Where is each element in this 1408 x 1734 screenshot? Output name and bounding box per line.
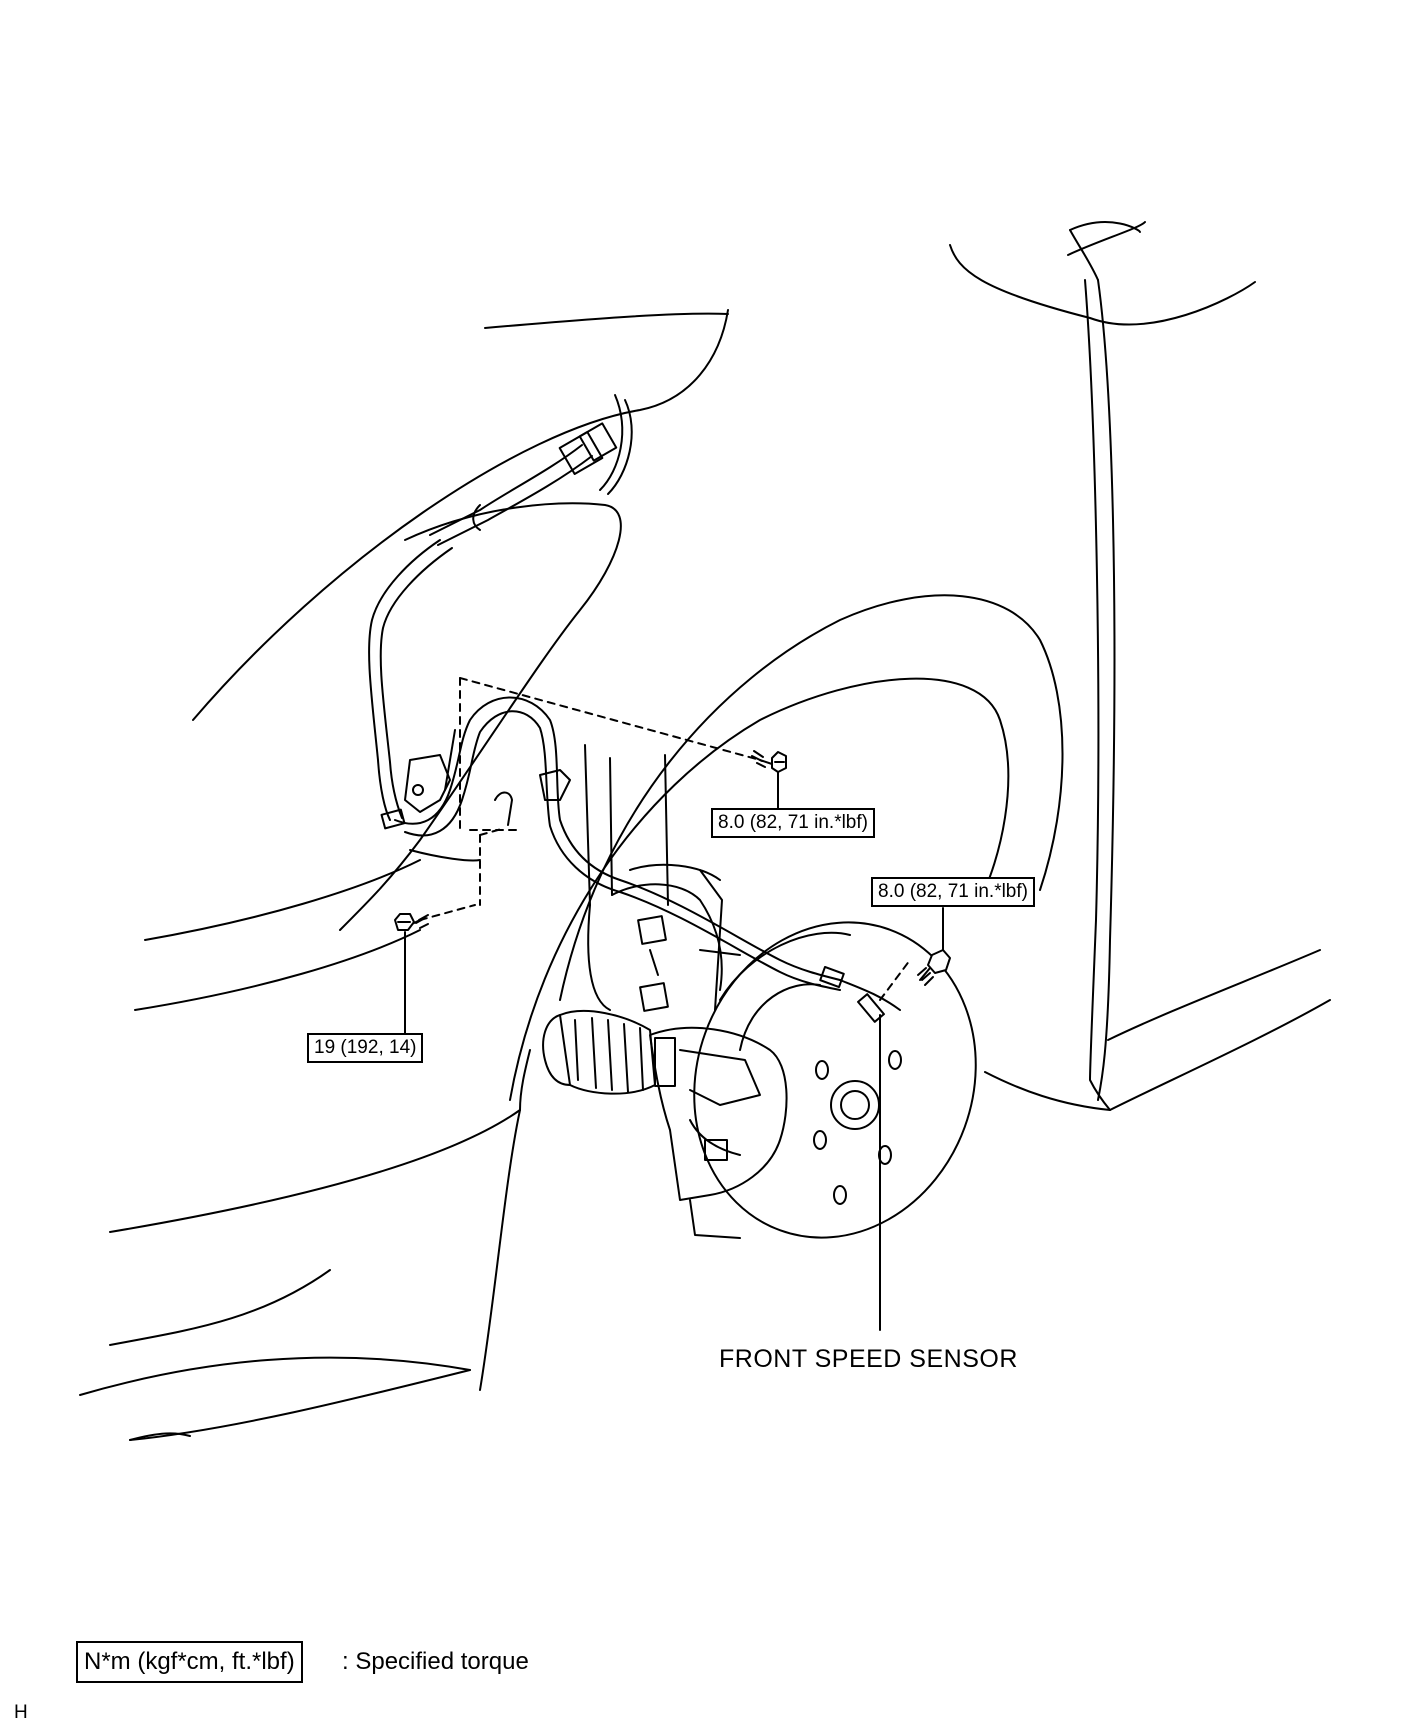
torque-legend-description: : Specified torque — [342, 1648, 529, 1675]
speed-sensor-wire-harness — [368, 394, 901, 1023]
torque-label-sensor-bolt: 8.0 (82, 71 in.*lbf) — [871, 877, 1035, 907]
body-panel-lines — [79, 221, 1331, 1441]
torque-label-upper-bracket-bolt: 8.0 (82, 71 in.*lbf) — [711, 808, 875, 838]
torque-label-lower-bracket-bolt: 19 (192, 14) — [307, 1033, 424, 1063]
brake-disc-and-caliper — [649, 921, 977, 1239]
illustration-code-mark: H — [14, 1702, 28, 1723]
leader-lines — [404, 771, 944, 1331]
alignment-dashed-lines — [419, 677, 911, 1001]
bolt-upper-bracket-icon — [751, 750, 787, 773]
bolt-sensor-icon — [917, 949, 951, 986]
front-speed-sensor-label: FRONT SPEED SENSOR — [719, 1345, 1018, 1373]
harness-bracket — [404, 729, 571, 826]
bolt-lower-bracket-icon — [394, 913, 429, 931]
strut-and-knuckle — [542, 744, 741, 1095]
torque-unit-legend-box: N*m (kgf*cm, ft.*lbf) — [76, 1641, 303, 1683]
